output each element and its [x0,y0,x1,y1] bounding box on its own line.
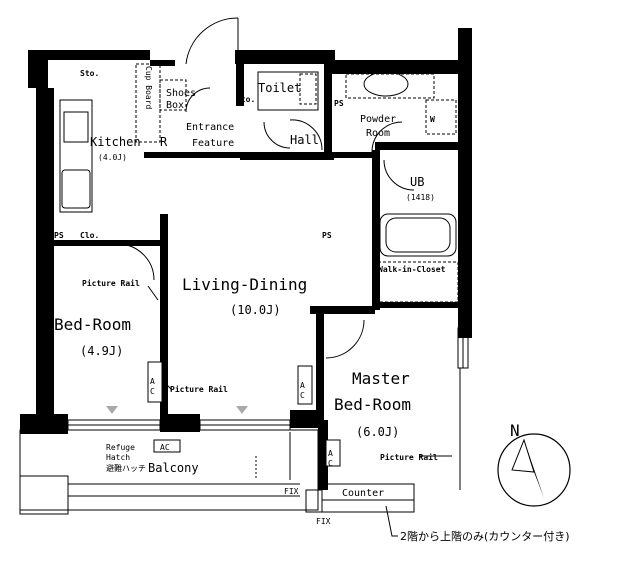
compass-label: N [510,421,520,440]
note-text: 2階から上階のみ(カウンター付き) [400,529,570,543]
kitchen-size: (4.0J) [98,153,127,162]
clo-label: Clo. [80,231,99,240]
cup-board-label: Cup Board [144,66,153,110]
master-name-line1: Master [352,369,410,388]
fix-label-2: FIX [316,517,331,526]
powder-room-line1: Powder [360,114,396,125]
refuge-hatch-jp: 避難ハッチ [106,463,146,473]
r-mark: R [160,135,168,149]
toilet-label: Toilet [258,81,301,95]
shoes-box-line2: Box [166,100,184,111]
shoes-box-line1: Shoes [166,88,196,99]
living-dining-name: Living-Dining [182,275,307,294]
fixture-labels: Cup Board Shoes Box Sto. Sto. R PS PS PS… [54,66,438,526]
master-name-line2: Bed-Room [334,395,411,414]
sto-entrance-label: Sto. [236,95,255,104]
window-markers [106,406,248,414]
picture-rail-2: Picture Rail [170,384,228,394]
room-labels: Living-Dining (10.0J) Bed-Room (4.9J) Ma… [54,81,446,475]
living-dining-size: (10.0J) [230,303,281,317]
walk-in-closet-label: Walk-in-Closet [378,264,446,274]
hall-label: Hall [290,133,319,147]
bedroom-size: (4.9J) [80,344,123,358]
picture-rail-3: Picture Rail [380,452,438,462]
ub-name: UB [410,175,424,189]
sto-kitchen-label: Sto. [80,69,99,78]
powder-room-line2: Room [366,128,390,139]
picture-rail-1: Picture Rail [82,278,140,288]
entrance-line1: Entrance [186,122,234,133]
ub-size: (1418) [406,193,435,202]
ps-label-2: PS [54,231,64,240]
counter-label: Counter [342,488,384,499]
walls [20,28,472,490]
balcony-label: Balcony [148,461,199,475]
master-size: (6.0J) [356,425,399,439]
kitchen-name: Kitchen [90,135,141,149]
fix-label-1: FIX [284,487,299,496]
w-mark: W [430,115,435,124]
ps-label-3: PS [322,231,332,240]
entrance-line2: Feature [192,138,234,149]
ac-outdoor-label: AC [160,443,170,452]
ps-label-1: PS [334,99,344,108]
bedroom-name: Bed-Room [54,315,131,334]
refuge-hatch-line2: Hatch [106,453,130,462]
compass-icon: N [497,421,571,507]
thin-lines [19,17,469,537]
ac-units [147,361,341,467]
refuge-hatch-line1: Refuge [106,443,135,452]
